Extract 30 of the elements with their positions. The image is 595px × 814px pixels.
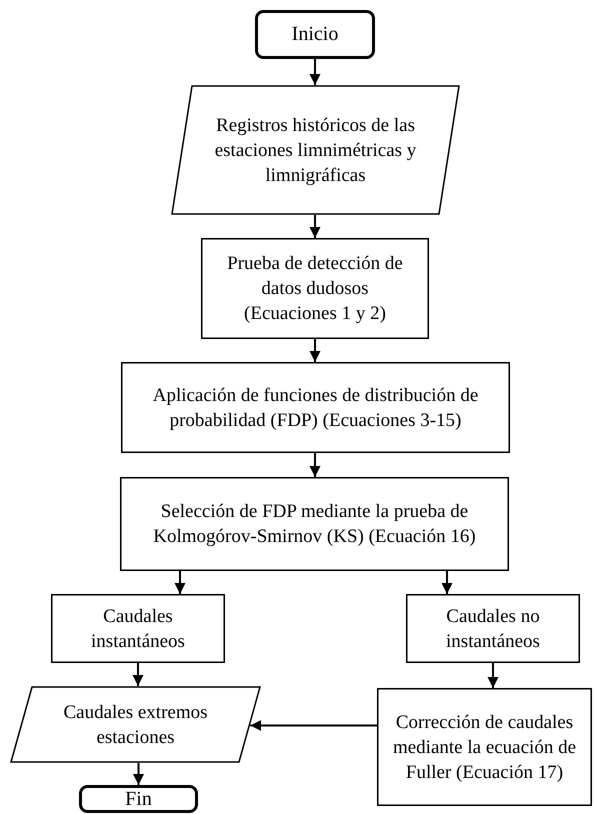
- terminal-box: [255, 10, 375, 59]
- arrow: [174, 571, 186, 594]
- node-text: Registros históricos de las estaciones limnimétricas y limnigráficas: [214, 114, 418, 188]
- arrow: [310, 453, 320, 477]
- node-text: Selección de FDP mediante la prueba de Kolmogórov-Smirnov (KS) (Ecuación 16): [152, 500, 477, 549]
- process-box: [51, 594, 225, 663]
- process-box: [120, 477, 509, 571]
- arrow: [442, 571, 452, 594]
- data-parallelogram: [171, 85, 460, 215]
- data-parallelogram: [10, 686, 261, 763]
- node-text: Caudales extremos estaciones: [62, 700, 209, 750]
- arrow: [310, 215, 320, 238]
- process-box: [377, 688, 592, 806]
- node-text: Aplicación de funciones de distribución de probabilidad (FDP) (Ecuaciones 3-15): [152, 384, 480, 432]
- arrow: [488, 663, 498, 688]
- arrow: [132, 663, 144, 686]
- node-text: Caudales no instantáneos: [445, 604, 541, 654]
- terminal-box: [79, 785, 198, 813]
- process-box: [201, 238, 429, 339]
- arrow: [310, 339, 320, 362]
- node-text: Fin: [125, 786, 152, 812]
- node-text: Corrección de caudales mediante la ecuación de Fuller (Ecuación 17): [392, 710, 578, 784]
- process-box: [121, 362, 510, 453]
- process-box: [406, 594, 580, 663]
- arrow: [250, 720, 377, 731]
- node-text: Caudales instantáneos: [90, 604, 186, 654]
- node-text: Inicio: [292, 22, 338, 47]
- arrow: [133, 763, 144, 785]
- node-text: Prueba de detección de datos dudosos (Ecuaciones 1 y 2): [226, 252, 404, 326]
- arrow: [310, 59, 320, 85]
